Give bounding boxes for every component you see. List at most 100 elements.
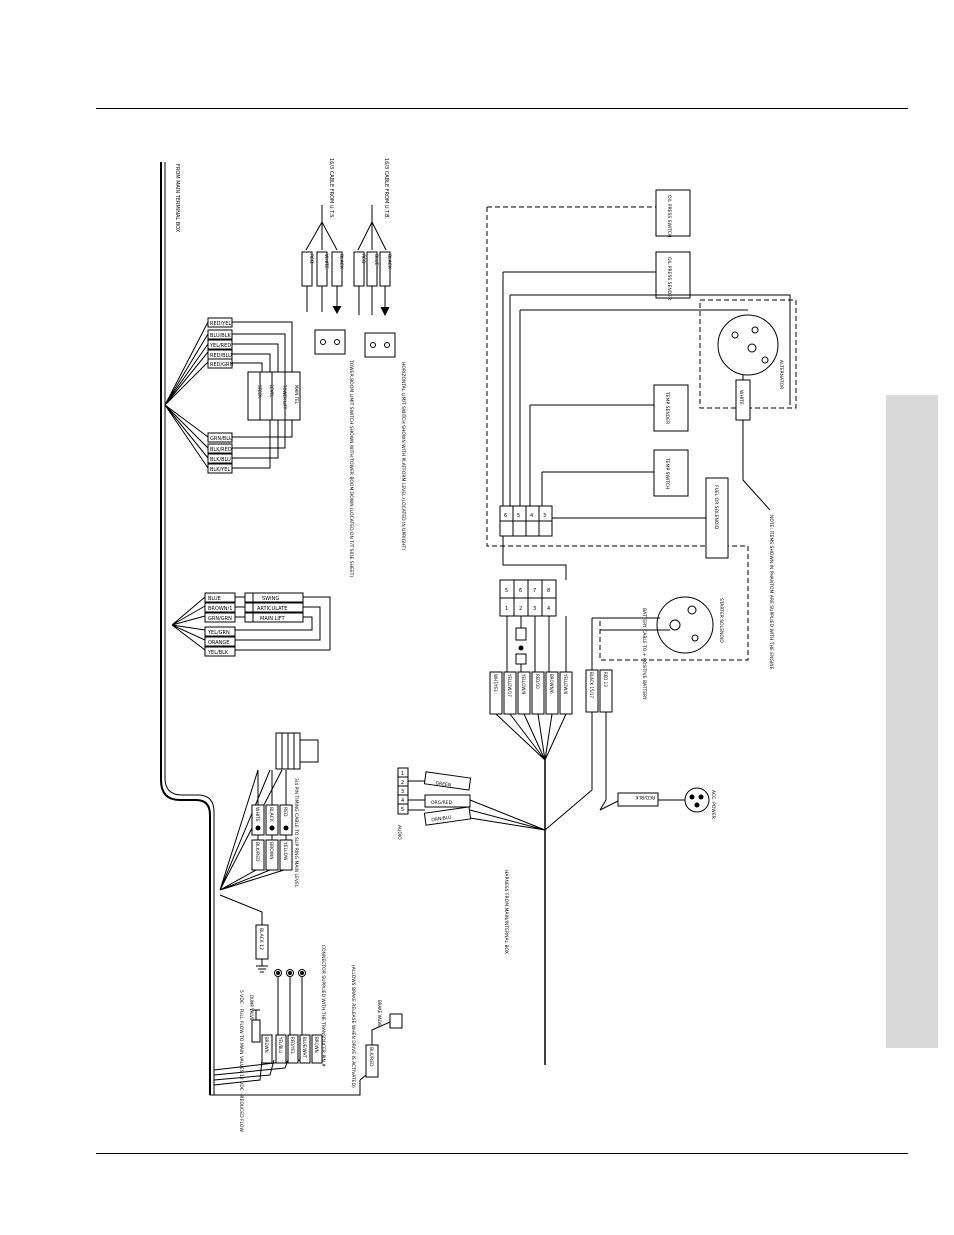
wire-red-blu: RED/BLU bbox=[210, 353, 232, 359]
harness-pin-5: 5 bbox=[505, 588, 508, 594]
temp-sender bbox=[653, 384, 689, 432]
harness-from-label: HARNESS FROM MAIN/INTERNAL BOX bbox=[503, 870, 509, 954]
lower-wire-blue-wht: BLUE/WHT bbox=[302, 1037, 307, 1059]
horizontal-switch-body bbox=[364, 332, 396, 358]
uts2-wire-blue: BLUE bbox=[373, 254, 379, 266]
tilt-right-wire-yellow: YELLOW bbox=[282, 841, 288, 861]
starter-wire-red: RED 13 bbox=[603, 672, 608, 687]
tilt-wire-black: BLACK bbox=[268, 807, 274, 823]
main-trunk-cable bbox=[160, 162, 211, 1095]
lower-wire-red-yel: RED/YEL bbox=[290, 1037, 295, 1055]
harness-pin-3: 3 bbox=[533, 606, 536, 612]
func-wire-yel-grn: YEL/GRN bbox=[207, 630, 230, 636]
harness-pin-6: 6 bbox=[519, 588, 522, 594]
horizontal-switch-label: HORIZONTAL LIMIT SWITCH SHOWN WITH PLATF… bbox=[400, 362, 406, 550]
starter-solenoid bbox=[656, 596, 714, 654]
starter-wire-black: BLACK 15/17 bbox=[589, 672, 594, 698]
audio-wire-orn-blu: ORN/BLU bbox=[431, 815, 452, 824]
func-wire-brown: BROWN/1 bbox=[208, 606, 232, 612]
page-bottom-rule bbox=[96, 1153, 908, 1154]
harness-wire-yellow9: YELLOW/9 bbox=[521, 673, 526, 695]
func-articulate: ARTICULATE bbox=[257, 606, 287, 612]
audio-pin-5: 5 bbox=[401, 807, 404, 813]
starter-solenoid-label: STARTER SOLENOID bbox=[718, 598, 724, 643]
dump-valve-label: DUMP VALVE bbox=[249, 995, 254, 1021]
harness-wire-red10: RED/10 bbox=[535, 674, 540, 689]
phantom-note: NOTE: ITEMS SHOWN IN PHANTOM ARE SUPPLIE… bbox=[768, 515, 774, 670]
wire-blk-yel: BLK/YEL bbox=[210, 467, 230, 473]
block-main-tel: MAIN TEL bbox=[294, 385, 299, 405]
tilt-note: 3/4 PIN TIMING CABLE TO SLIP RING MAIN L… bbox=[293, 778, 299, 888]
alternator-label: ALTERNATOR bbox=[778, 360, 784, 389]
audio-pin-1: 1 bbox=[401, 771, 404, 777]
lower-wire-brown-1: BROWN bbox=[264, 1037, 269, 1053]
lower-wire-brown-2: BROWN bbox=[314, 1037, 319, 1053]
cable-uts2-label: 16/3 CABLE FROM U.T.B. bbox=[383, 158, 389, 220]
function-switch-block bbox=[247, 371, 301, 421]
wire-blu-blk: BLU/BLK bbox=[210, 333, 232, 339]
wire-blk-red: BLK/RED bbox=[210, 447, 232, 453]
brake-wire-label: BLK/RED bbox=[368, 1047, 374, 1067]
alternator bbox=[717, 314, 779, 376]
engine-pin-5: 5 bbox=[517, 513, 520, 519]
func-wire-blue: BLUE bbox=[208, 596, 221, 602]
side-tab bbox=[886, 395, 938, 1048]
func-main-lift: MAIN LIFT bbox=[260, 616, 286, 622]
harness-wire-yellow17: YELLOW/17 bbox=[507, 673, 512, 697]
audio-pin-2: 2 bbox=[401, 780, 404, 786]
audio-wire-org-red: ORG/RED bbox=[431, 800, 453, 806]
harness-pin-8: 8 bbox=[547, 588, 550, 594]
audio-wire-green: GREEN bbox=[435, 780, 451, 788]
wire-blk-blu: BLK/BLU bbox=[210, 457, 231, 463]
tilt-right-wire-blkred: BLK/RED bbox=[254, 842, 260, 862]
temp-switch-label: TEMP SWITCH bbox=[664, 457, 670, 489]
tilt-right-wire-brown: BROWN bbox=[268, 842, 274, 860]
uts1-wire-black: BLACK bbox=[338, 254, 344, 270]
oil-press-sender-label: OIL PRESS SENDER bbox=[666, 257, 672, 300]
harness-wire-wht-yel: WHT/YEL bbox=[493, 674, 498, 693]
func-wire-grn: GRN/GRN bbox=[208, 616, 232, 622]
wire-grn-blu: GRN/BLU bbox=[210, 436, 233, 442]
block-steer: STEER bbox=[257, 385, 262, 398]
harness-wire-yellow6: YELLOW/6 bbox=[563, 673, 568, 695]
block-level: LEVEL bbox=[269, 385, 274, 398]
ground-wire-label: BLACK 12 bbox=[258, 928, 264, 950]
trunk-to-lower bbox=[210, 1080, 361, 1096]
func-wire-yel-blk: YEL/BLK bbox=[207, 650, 229, 656]
harness-pin-7: 7 bbox=[533, 588, 536, 594]
brake-valve-note: (ALLOWS BRAKE RELEASE WHEN DRIVE IS ACTI… bbox=[350, 965, 356, 1088]
temp-sender-label: TEMP SENDER bbox=[664, 391, 670, 424]
alternator-white-wire: WHITE bbox=[738, 390, 744, 405]
harness-pin-2: 2 bbox=[519, 606, 522, 612]
tilt-wire-red: RED bbox=[282, 807, 288, 817]
uts2-wire-black: BLACK bbox=[386, 254, 392, 270]
harness-pin-1: 1 bbox=[505, 606, 508, 612]
dump-valve-note: 5 VDC - FULL FLOW TO MAIN VALVES 12 VDC … bbox=[238, 990, 244, 1132]
wire-red-yel: RED/YEL bbox=[210, 321, 231, 327]
cable-uts1-label: 16/3 CABLE FROM U.T.S. bbox=[328, 158, 334, 219]
func-wire-orange: ORANGE bbox=[208, 640, 229, 646]
harness-pin-4: 4 bbox=[547, 606, 550, 612]
wire-red-grn: RED/GRN bbox=[210, 362, 234, 368]
audio-pin-4: 4 bbox=[401, 798, 404, 804]
acc-wire-label: RED/BLK bbox=[634, 794, 655, 800]
tilt-wire-white: WHITE bbox=[254, 807, 260, 822]
brake-valve-label: BRAKE VALVE bbox=[377, 1000, 382, 1027]
page-top-rule bbox=[96, 108, 908, 109]
audio-pin-3: 3 bbox=[401, 789, 404, 795]
wire-yel-red: YEL/RED bbox=[209, 343, 231, 349]
fuel-solenoid-label: FUEL OR SOLENOID bbox=[713, 485, 719, 530]
audio-label: AUDIO bbox=[396, 825, 402, 840]
temp-switch bbox=[653, 449, 689, 497]
engine-pin-3: 3 bbox=[543, 513, 546, 519]
from-main-terminal-label: FROM MAIN TERMINAL BOX bbox=[174, 164, 180, 233]
battery-cable-label: BATTERY CABLE TO + POSITIVE BATTERY bbox=[641, 608, 647, 700]
harness-wire-brown6: BROWN/6 bbox=[549, 674, 554, 694]
uts1-wire-white: WHITE bbox=[323, 254, 329, 269]
lower-wire-yel-blu: YEL/BLU bbox=[278, 1036, 283, 1053]
connector-note: CONNECTOR SUPPLIED WITH THE TRANSDUCER P… bbox=[320, 945, 326, 1067]
uts1-wire-red: RED bbox=[308, 254, 314, 264]
func-swing: SWING bbox=[262, 596, 279, 602]
acc-power-socket bbox=[684, 787, 710, 813]
